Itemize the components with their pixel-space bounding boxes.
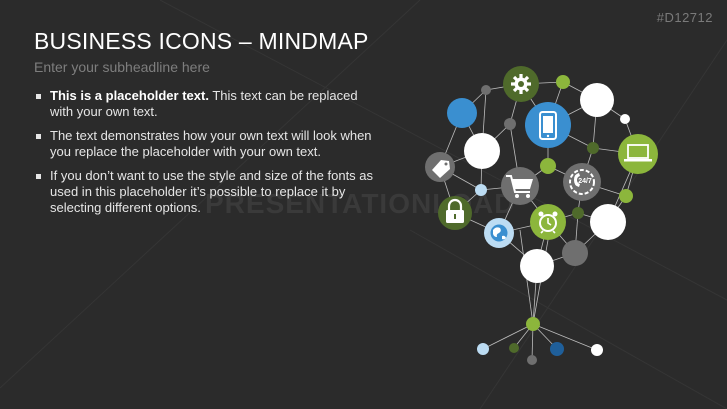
svg-text:24/7: 24/7 xyxy=(578,178,592,185)
node-white xyxy=(481,85,491,95)
mobile-phone-icon xyxy=(525,102,571,148)
shopping-cart-icon xyxy=(501,167,539,205)
bullet-item: This is a placeholder text. This text ca… xyxy=(34,88,374,120)
node-dark-green xyxy=(572,207,584,219)
bullet-list: This is a placeholder text. This text ca… xyxy=(34,88,374,224)
globe-icon xyxy=(484,218,514,248)
node-white xyxy=(580,83,614,117)
bullet-item: The text demonstrates how your own text … xyxy=(34,128,374,160)
node-green xyxy=(619,189,633,203)
gear-icon xyxy=(503,66,539,102)
node-white xyxy=(504,118,516,130)
slide-title: BUSINESS ICONS – MINDMAP xyxy=(34,28,369,54)
alarm-clock-icon xyxy=(530,204,566,240)
node-green xyxy=(540,158,556,174)
node-green xyxy=(556,75,570,89)
tag-icon xyxy=(425,152,455,182)
node-gray xyxy=(527,355,537,365)
node-green xyxy=(526,317,540,331)
node-white xyxy=(591,344,603,356)
node-dark-blue xyxy=(550,342,564,356)
node-light-blue xyxy=(477,343,489,355)
node-blue xyxy=(447,98,477,128)
support-24-7-icon: 24/7 xyxy=(563,163,601,201)
bullet-text: This text can be replaced with your own … xyxy=(50,88,358,119)
node-light-blue xyxy=(475,184,487,196)
slide-subtitle: Enter your subheadline here xyxy=(34,59,210,75)
node-white xyxy=(590,204,626,240)
laptop-icon xyxy=(618,134,658,174)
node-white xyxy=(620,114,630,124)
bullet-item: If you don’t want to use the style and s… xyxy=(34,168,374,216)
padlock-icon xyxy=(438,196,472,230)
node-white xyxy=(464,133,500,169)
node-dark-green xyxy=(587,142,599,154)
node-dark-green xyxy=(509,343,519,353)
slide-code: #D12712 xyxy=(656,10,713,25)
node-gray xyxy=(562,240,588,266)
node-white xyxy=(520,249,554,283)
bullet-bold: This is a placeholder text. xyxy=(50,88,209,103)
bullet-text: The text demonstrates how your own text … xyxy=(50,128,372,159)
bullet-text: If you don’t want to use the style and s… xyxy=(50,168,374,215)
